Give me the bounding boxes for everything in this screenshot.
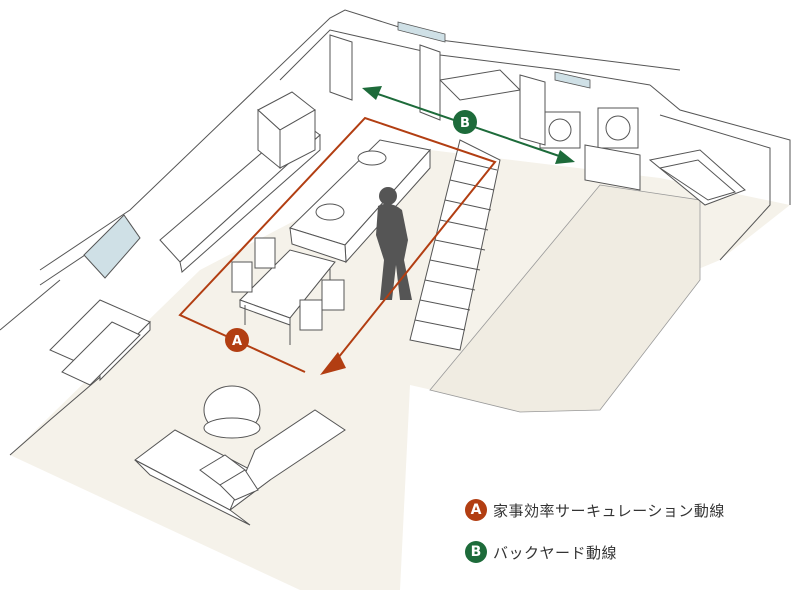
legend-a-label: 家事効率サーキュレーション動線 [493,501,725,520]
route-a-arrowhead [320,352,346,375]
legend-item-b: B バックヤード動線 [465,541,617,563]
marker-a-label: A [232,334,242,349]
lower-floor-area [429,184,701,413]
window-top [397,21,446,43]
bathtub [648,149,746,206]
legend-b-label: バックヤード動線 [493,543,618,562]
route-a-path [178,116,497,373]
window-left [83,214,141,279]
marker-b-label: B [460,116,470,131]
tv-board [49,299,151,386]
partition-walls [329,34,546,146]
legend-b-badge: B [465,541,487,563]
route-b-arrowhead-right [555,150,575,164]
route-b-arrowhead-left [362,86,382,100]
kitchen-cabinets [159,91,321,273]
legend-item-a: A 家事効率サーキュレーション動線 [465,499,725,521]
dining-set [231,237,345,345]
staircase [409,139,501,351]
marker-a: A [225,328,249,352]
marker-b: B [453,110,477,134]
window-top-right [554,71,591,89]
laundry-area [438,69,641,191]
legend-a-badge: A [465,499,487,521]
living-set [134,385,346,526]
